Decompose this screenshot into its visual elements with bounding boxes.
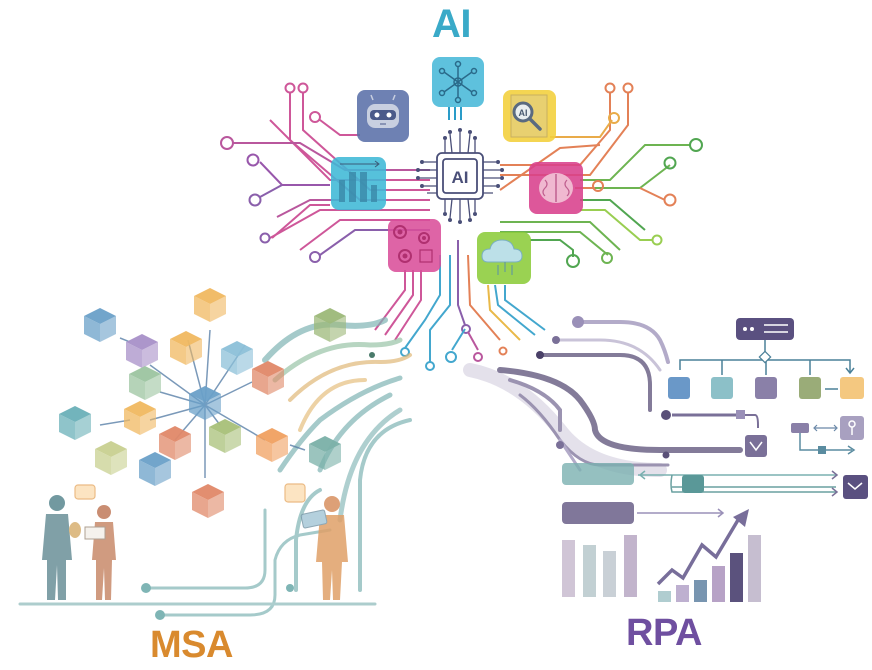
- growth-chart: [656, 509, 761, 602]
- rpa-flow-lines: [463, 320, 743, 477]
- document-icon: [840, 377, 864, 399]
- document-icon: [755, 377, 777, 399]
- flow-node: [572, 316, 584, 328]
- bar-chart-icon: [331, 157, 386, 210]
- document-icon: [711, 377, 733, 399]
- flow-node: [286, 584, 294, 592]
- msa-cube-network: [59, 288, 346, 518]
- robot-icon: [357, 90, 409, 142]
- gears-icon: [388, 219, 441, 272]
- document-icon: [799, 377, 821, 399]
- person-with-tablet: [284, 483, 348, 600]
- growth-arrow-icon: [656, 514, 743, 586]
- document-icon: [668, 377, 690, 399]
- rpa-input-bar: [562, 463, 634, 485]
- flow-node: [536, 351, 544, 359]
- flow-node: [141, 583, 151, 593]
- flow-node: [661, 410, 671, 420]
- brain-icon: [529, 162, 583, 214]
- flow-node: [552, 336, 560, 344]
- mail-icon: [745, 435, 767, 457]
- svg-text:AI: AI: [519, 108, 528, 118]
- flow-node: [155, 610, 165, 620]
- flow-node: [369, 352, 375, 358]
- cloud-icon: [477, 232, 531, 284]
- people-collaborating: [42, 484, 116, 600]
- mail-icon: [843, 475, 868, 499]
- ai-tiles: AI: [331, 57, 583, 284]
- msa-label: MSA: [150, 624, 233, 666]
- ai-circuit-traces: [220, 82, 703, 371]
- document-icon: [682, 475, 704, 493]
- ai-chip: AI: [416, 128, 504, 224]
- rpa-bar-charts: [562, 535, 637, 597]
- central-cube: [189, 386, 221, 420]
- rpa-process-bar: [562, 502, 634, 524]
- svg-text:AI: AI: [452, 168, 469, 187]
- flow-node: [556, 441, 564, 449]
- speech-bubble-icon: [74, 484, 96, 500]
- ai-label: AI: [432, 2, 472, 46]
- settings-bubble-icon: [284, 483, 306, 503]
- workflow-server-icon: [736, 318, 794, 340]
- ai-search-icon: AI: [503, 90, 556, 142]
- rpa-workflow: [562, 318, 868, 524]
- rpa-label: RPA: [626, 612, 702, 654]
- network-icon: [432, 57, 484, 120]
- flow-node: [662, 451, 670, 459]
- msa-flow-lines: [18, 317, 412, 617]
